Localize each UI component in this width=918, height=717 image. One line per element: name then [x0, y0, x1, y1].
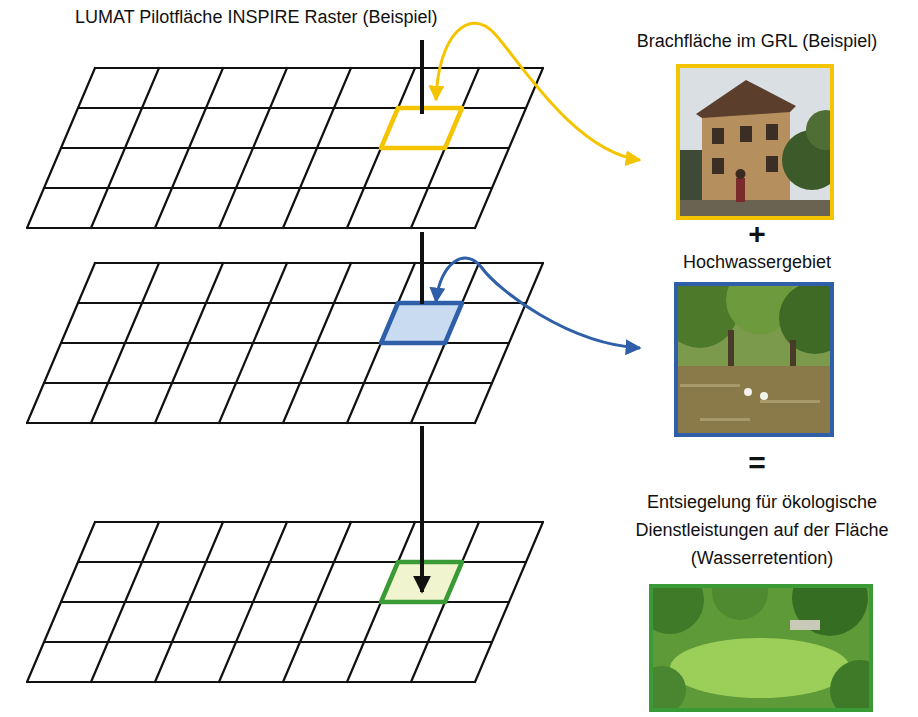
- photo-tree: [779, 282, 834, 354]
- photo-frame: [649, 584, 873, 712]
- operator-sign: +: [748, 219, 766, 249]
- raster-layer: [27, 68, 543, 228]
- photo-heading: Hochwassergebiet: [612, 249, 902, 275]
- photo-roof: [696, 80, 796, 118]
- curved-arrow: [436, 23, 640, 160]
- photo-frame: [674, 282, 834, 437]
- raster-layer: [27, 263, 543, 423]
- curved-arrow: [436, 258, 640, 348]
- photo-tree: [806, 110, 834, 150]
- photo-water-ripple: [700, 418, 750, 421]
- photo-brownfield: [676, 64, 834, 220]
- photo-window: [740, 126, 752, 142]
- photo-water-ripple: [760, 400, 820, 403]
- photo-meadow: [670, 638, 850, 698]
- photo-house: [702, 104, 790, 205]
- photo-shrub: [712, 584, 768, 620]
- photo-frame: [676, 64, 834, 220]
- overlay-arrow-segment: [420, 232, 424, 304]
- photo-flood: [674, 282, 834, 437]
- photo-shrub: [649, 666, 686, 712]
- raster-grid: [27, 522, 543, 682]
- photo-node: Brachfläche im GRL (Beispiel): [612, 28, 902, 220]
- diagram-title: LUMAT Pilotfläche INSPIRE Raster (Beispi…: [75, 5, 437, 29]
- overlay-arrow-segment: [420, 426, 424, 592]
- photo-water: [674, 366, 834, 437]
- photo-heading: Entsiegelung für ökologische Dienstleist…: [612, 488, 912, 572]
- photo-person: [736, 169, 746, 179]
- operator-sign: =: [748, 448, 766, 478]
- photo-swan: [744, 388, 752, 396]
- raster-grid: [27, 263, 543, 423]
- photo-water-ripple: [680, 384, 740, 387]
- highlighted-cell: [381, 303, 462, 343]
- photo-window: [766, 156, 778, 172]
- photo-shrub: [649, 584, 704, 634]
- photo-window: [766, 124, 778, 140]
- overlay-arrow: [420, 40, 424, 592]
- photo-person: [736, 178, 745, 202]
- photo-window: [712, 158, 724, 174]
- photo-node: Entsiegelung für ökologische Dienstleist…: [612, 488, 912, 712]
- photo-trunk: [728, 330, 734, 370]
- raster-layer: [27, 522, 543, 682]
- photo-retention: [649, 584, 873, 712]
- photo-window: [712, 128, 724, 144]
- photo-node: Hochwassergebiet: [612, 249, 902, 437]
- raster-grid: [27, 68, 543, 228]
- photo-path: [790, 620, 820, 630]
- photo-heading: Brachfläche im GRL (Beispiel): [612, 28, 902, 54]
- photo-swan: [760, 392, 768, 400]
- overlay-arrow-segment: [420, 40, 424, 114]
- photo-shrub: [830, 660, 873, 712]
